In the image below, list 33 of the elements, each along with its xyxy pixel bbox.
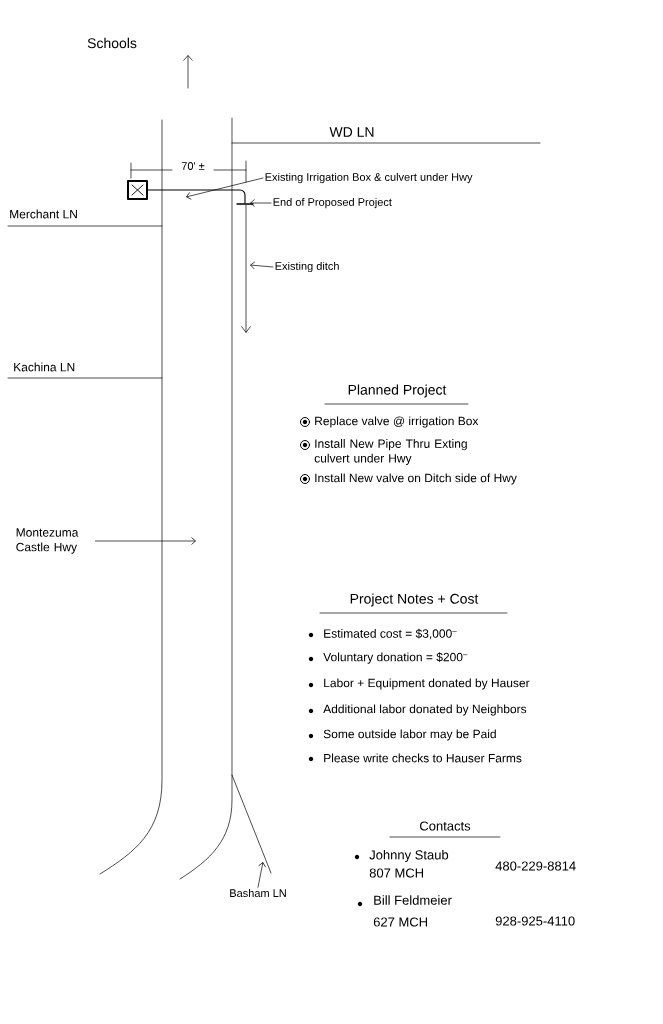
road-name: WD LN — [329, 127, 374, 137]
leader-arrow — [250, 199, 272, 207]
leader-arrow — [257, 862, 266, 888]
address: 807 MCH — [369, 868, 423, 878]
list-item: Additional labor donated by Neighbors — [323, 704, 527, 716]
callout-text: Existing Irrigation Box & culvert under Hwy — [265, 172, 473, 184]
list-item: Install New Pipe Thru Exting culvert under Hwy — [314, 439, 467, 465]
road-name: Kachina LN — [14, 362, 75, 372]
leader-arrow — [186, 177, 264, 200]
list-item: Labor + Equipment donated by Hauser — [324, 678, 530, 690]
list-item: Some outside labor may be Paid — [323, 729, 496, 741]
heading: Contacts — [420, 821, 471, 831]
list-item: Please write checks to Hauser Farms — [324, 753, 522, 763]
list-item: Install New valve on Ditch side of Hwy — [315, 473, 517, 485]
road-name: Merchant LN — [10, 209, 77, 219]
phone-number: 928-925-4110 — [495, 916, 575, 926]
contact-name: Bill Feldmeier — [374, 895, 452, 905]
list-item: Estimated cost = $3,000$^{–}$ — [324, 628, 457, 640]
callout-text: End of Proposed Project — [273, 197, 392, 209]
road-name: Montezuma Castle Hwy — [16, 528, 79, 554]
contact-name: Johnny Staub — [369, 849, 449, 863]
road-name: Basham LN — [230, 888, 286, 898]
heading: Project Notes + Cost — [350, 593, 479, 607]
leader-arrow — [95, 537, 196, 545]
heading: Planned Project — [348, 384, 447, 398]
list-item: Replace valve @ irrigation Box — [315, 416, 479, 428]
dimension-label: 70' ± — [181, 162, 205, 170]
list-item: Voluntary donation = $200$^{–}$ — [323, 652, 468, 664]
place-name: Schools — [87, 37, 137, 49]
address: 627 MCH — [373, 917, 428, 927]
leader-arrow — [250, 261, 274, 270]
phone-number: 480-229-8814 — [495, 861, 576, 871]
callout-text: Existing ditch — [275, 261, 339, 273]
